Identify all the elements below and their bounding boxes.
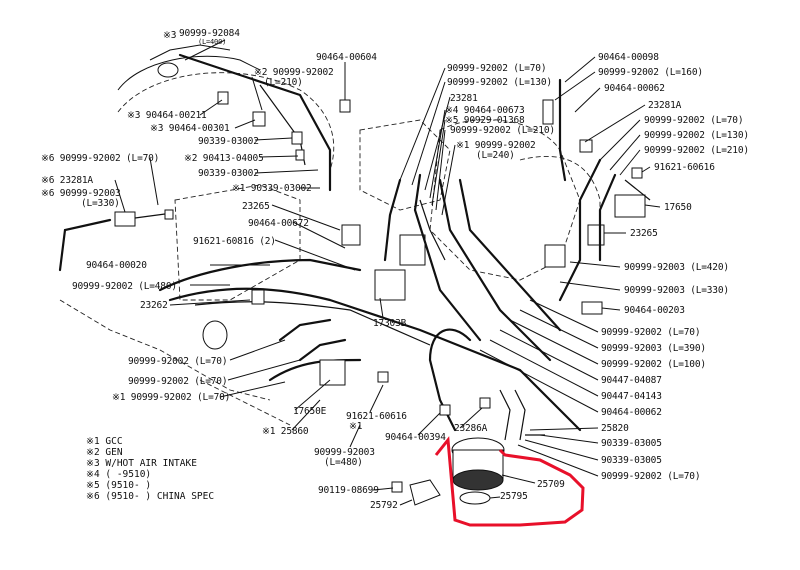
center-components: [202, 173, 562, 441]
label-90999-92002-l100: 90999-92002 (L=100): [601, 359, 706, 370]
label-90464-00211: ※3 90464-00211: [127, 110, 207, 121]
label-90929-01368: ※5 90929-01368: [445, 115, 525, 126]
label-90464-00301: ※3 90464-00301: [150, 123, 230, 134]
label-90999-92003-l420: 90999-92003 (L=420): [624, 262, 729, 273]
label-90464-00672: 90464-00672: [248, 218, 309, 229]
label-90464-00203: 90464-00203: [624, 305, 685, 316]
label-90999-92002-l70-r2: 90999-92002 (L=70): [601, 327, 701, 338]
label-l400: (L=400): [198, 38, 227, 46]
label-90339-03002-a: 90339-03002: [198, 136, 259, 147]
label-china-90999-92003: ※6 90999-92003: [41, 188, 121, 199]
label-90447-04143: 90447-04143: [601, 391, 662, 402]
label-91621-60816-2: 91621-60816 (2): [193, 236, 276, 247]
label-l210-a: (L=210): [264, 77, 303, 88]
label-90999-92003-l390: 90999-92003 (L=390): [601, 343, 706, 354]
label-l240: (L=240): [476, 150, 515, 161]
legend-after-9510: ※5 (9510- ): [86, 480, 152, 491]
label-25792: 25792: [370, 500, 398, 511]
label-17303b: 17303B: [373, 318, 407, 329]
label-90464-00098: 90464-00098: [598, 52, 659, 63]
label-90464-00673: ※4 90464-00673: [445, 105, 525, 116]
label-90999-92002-l130-top: 90999-92002 (L=130): [447, 77, 552, 88]
right-components: [542, 78, 651, 315]
label-gcc-90339-03002: ※1 90339-03002: [232, 183, 312, 194]
label-23281a-right: 23281A: [648, 100, 682, 111]
label-25820: 25820: [601, 423, 629, 434]
label-90339-03005-b: 90339-03005: [601, 455, 662, 466]
label-90999-92002-l70-top: 90999-92002 (L=70): [447, 63, 547, 74]
canister-assembly: [391, 397, 545, 506]
left-hoses: [58, 209, 582, 432]
label-90413-04005: ※2 90413-04005: [184, 153, 264, 164]
label-note3-top: ※3: [163, 30, 177, 41]
label-90999-92003-center: 90999-92003: [314, 447, 375, 458]
engine-outline: [59, 72, 601, 426]
label-90999-92003-l330: 90999-92003 (L=330): [624, 285, 729, 296]
label-90464-00062-top: 90464-00062: [604, 83, 665, 94]
label-23281: 23281: [450, 93, 478, 104]
label-china-23281a: ※6 23281A: [41, 175, 93, 186]
label-23265-left: 23265: [242, 201, 270, 212]
label-90999-92002-l70-bottom: 90999-92002 (L=70): [601, 471, 701, 482]
label-90999-92002-l210-right: 90999-92002 (L=210): [644, 145, 749, 156]
highlight-circle: [434, 436, 585, 527]
label-90447-04087: 90447-04087: [601, 375, 662, 386]
label-90119-08699: 90119-08699: [318, 485, 379, 496]
label-gcc-90999-92002-l240: ※1 90999-92002: [456, 140, 536, 151]
label-25795: 25795: [500, 491, 528, 502]
label-gcc-mark: ※1: [349, 421, 363, 432]
label-l330-left: (L=330): [81, 198, 120, 209]
label-90464-00062-bottom: 90464-00062: [601, 407, 662, 418]
label-23286a: 23286A: [454, 423, 488, 434]
label-91621-60616-left: 91621-60616: [346, 411, 407, 422]
legend-china-spec: ※6 (9510- ) CHINA SPEC: [86, 491, 215, 502]
label-90999-92002-l160: 90999-92002 (L=160): [598, 67, 703, 78]
label-90999-92002-l210-top: 90999-92002 (L=210): [450, 125, 555, 136]
label-23262: 23262: [140, 300, 168, 311]
label-17650: 17650: [664, 202, 692, 213]
label-90464-00020: 90464-00020: [86, 260, 147, 271]
legend-gcc: ※1 GCC: [86, 436, 123, 447]
label-90464-00394: 90464-00394: [385, 432, 446, 443]
label-17650e: 17650E: [293, 406, 327, 417]
air-cleaner: [117, 44, 351, 192]
label-90999-92002-l70-b: 90999-92002 (L=70): [128, 376, 228, 387]
legend-hot-air-intake: ※3 W/HOT AIR INTAKE: [86, 458, 197, 469]
label-90999-92002-l70-a: 90999-92002 (L=70): [128, 356, 228, 367]
label-90999-92002-l130-right: 90999-92002 (L=130): [644, 130, 749, 141]
label-23265-right: 23265: [630, 228, 658, 239]
label-90339-03005-a: 90339-03005: [601, 438, 662, 449]
legend-gen: ※2 GEN: [86, 447, 123, 458]
label-90999-92084: 90999-92084: [179, 28, 240, 39]
label-90464-00604: 90464-00604: [316, 52, 377, 63]
label-l480-center: (L=480): [324, 457, 363, 468]
label-90999-92002-l480: 90999-92002 (L=480): [72, 281, 177, 292]
label-gcc-90999-92002-l70: ※1 90999-92002 (L=70): [112, 392, 231, 403]
label-91621-60616-right: 91621-60616: [654, 162, 715, 173]
label-gcc-25860: ※1 25860: [262, 426, 309, 437]
label-gen-90999-92002: ※2 90999-92002: [254, 67, 334, 78]
legend-before-9510: ※4 ( -9510): [86, 469, 152, 480]
label-china-90999-92002-l70: ※6 90999-92002 (L=70): [41, 153, 160, 164]
label-25709: 25709: [537, 479, 565, 490]
leader-lines: [114, 39, 661, 506]
label-90339-03002-b: 90339-03002: [198, 168, 259, 179]
label-90999-92002-l70-right: 90999-92002 (L=70): [644, 115, 744, 126]
